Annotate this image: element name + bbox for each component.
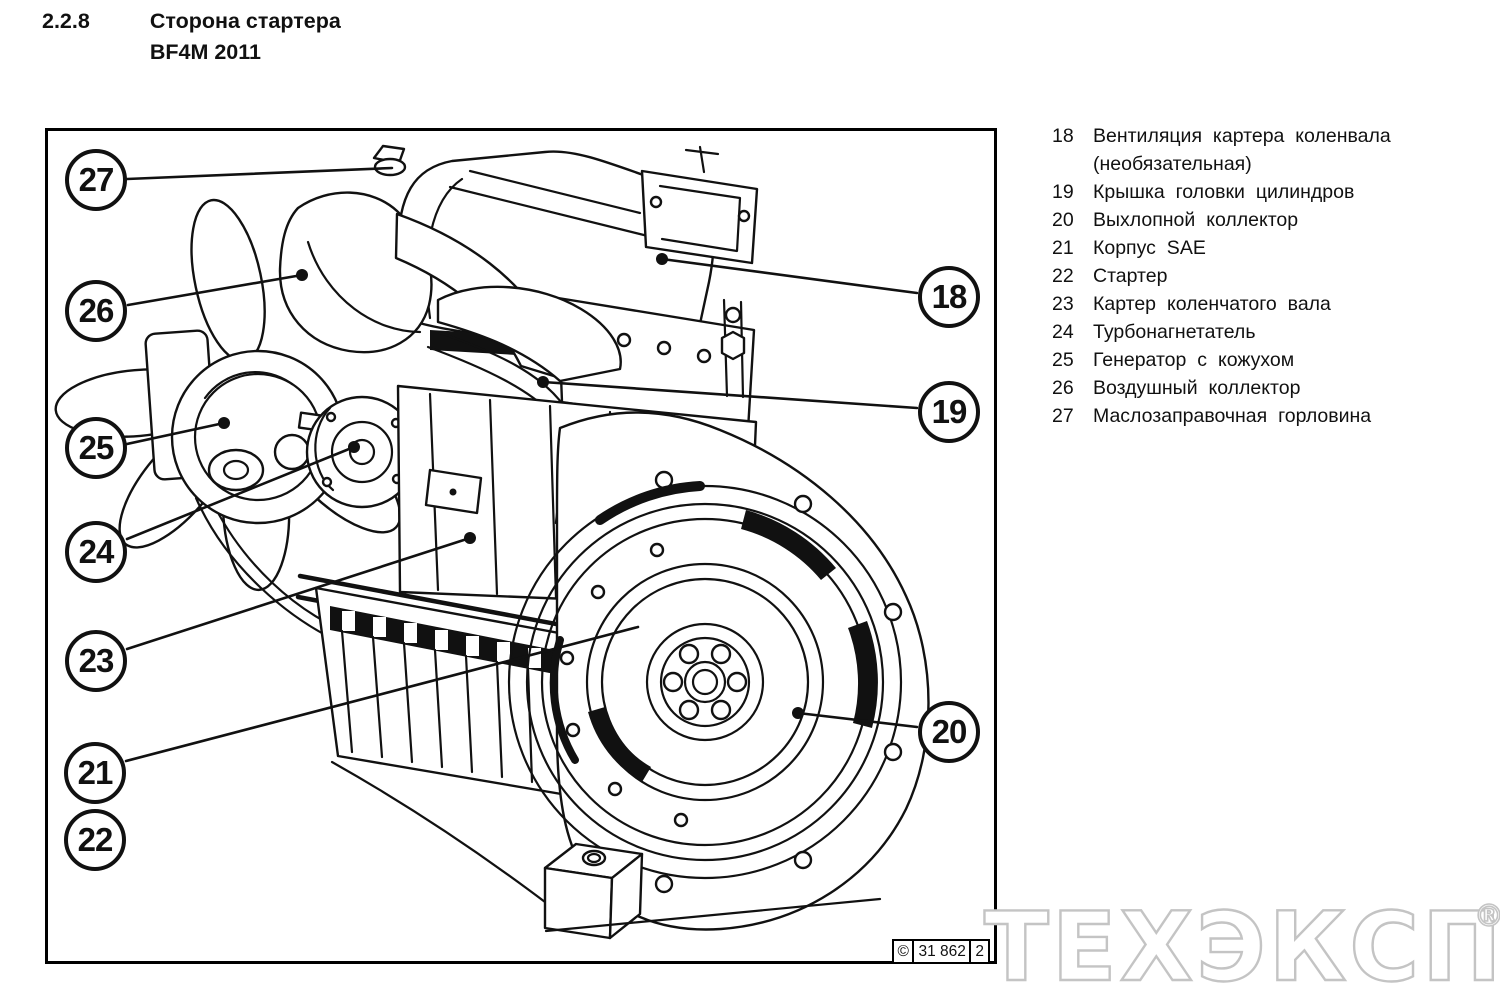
leader-dot-25 [218, 417, 230, 429]
leader-line-27 [125, 166, 394, 181]
legend-item-number: 20 [1052, 209, 1074, 231]
legend-item-label: Корпус SAE [1093, 237, 1206, 259]
leader-line-21 [124, 625, 640, 763]
leader-line-18 [660, 257, 919, 295]
callout-19: 19 [918, 381, 980, 443]
crankcase-breather-bracket [640, 145, 759, 265]
legend-item-22: 22 Стартер [1052, 262, 1476, 290]
legend-item-number: 22 [1052, 265, 1074, 287]
watermark-text: ТЕХЭКСПО [984, 893, 1500, 990]
page-title: Сторона стартера BF4M 2011 [150, 6, 341, 68]
doc-title: 2.2.8 Сторона стартера BF4M 2011 [42, 6, 341, 68]
leader-dot-26 [296, 269, 308, 281]
sae-housing-flywheel [507, 411, 930, 931]
legend-item-number: 27 [1052, 405, 1074, 427]
legend-item-number: 24 [1052, 321, 1074, 343]
legend-item-number: 25 [1052, 349, 1074, 371]
leader-dot-24 [348, 441, 360, 453]
oil-filler-neck [372, 144, 407, 177]
leader-dot-19 [537, 376, 549, 388]
legend-item-20: 20 Выхлопной коллектор [1052, 206, 1476, 234]
legend-item-label: Вентиляция картера коленвала (необязател… [1093, 125, 1391, 175]
legend-item-label: Турбонагнетатель [1093, 321, 1256, 343]
leader-line-23 [125, 536, 472, 651]
legend-item-25: 25 Генератор с кожухом [1052, 346, 1476, 374]
watermark-registered-icon: ® [1474, 899, 1500, 934]
callout-22: 22 [64, 809, 126, 871]
callout-21: 21 [64, 742, 126, 804]
legend-item-26: 26 Воздушный коллектор [1052, 374, 1476, 402]
legend-item-number: 18 [1052, 125, 1074, 147]
legend-item-number: 23 [1052, 293, 1074, 315]
watermark: ТЕХЭКСПО ® [983, 892, 1500, 990]
callout-26: 26 [65, 280, 127, 342]
leader-dot-23 [464, 532, 476, 544]
copyright-stamp: © 31 862 2 [891, 939, 990, 964]
stamp-revision: 2 [969, 939, 990, 964]
legend-item-number: 26 [1052, 377, 1074, 399]
leader-line-19 [541, 380, 919, 410]
stamp-code: 31 862 [912, 939, 972, 964]
legend-item-label: Маслозаправочная горловина [1093, 405, 1372, 427]
legend-item-label: Выхлопной коллектор [1093, 209, 1299, 231]
callout-25: 25 [65, 417, 127, 479]
callout-18: 18 [918, 266, 980, 328]
legend-item-label: Крышка головки цилиндров [1093, 181, 1355, 203]
stamp-copyright-symbol: © [891, 939, 915, 964]
engine-diagram [54, 144, 930, 940]
legend-item-19: 19 Крышка головки цилиндров [1052, 178, 1476, 206]
leader-dot-20 [792, 707, 804, 719]
legend-item-27: 27 Маслозаправочная горловина [1052, 402, 1476, 430]
legend-item-label: Воздушный коллектор [1093, 377, 1301, 399]
section-number: 2.2.8 [42, 9, 90, 33]
leader-line-20 [796, 711, 919, 729]
air-collector [278, 191, 622, 383]
leader-line-26 [126, 273, 304, 307]
callout-27: 27 [65, 149, 127, 211]
legend-item-number: 19 [1052, 181, 1074, 203]
legend-item-number: 21 [1052, 237, 1074, 259]
legend-item-18: 18 Вентиляция картера коленвала (необязат… [1052, 122, 1476, 178]
legend-item-label: Стартер [1093, 265, 1168, 287]
page-title-line1: Сторона стартера [149, 9, 341, 33]
parts-legend: 18 Вентиляция картера коленвала (необязат… [1052, 122, 1476, 430]
leader-dot-18 [656, 253, 668, 265]
callout-24: 24 [65, 521, 127, 583]
page-title-line2: BF4M 2011 [149, 40, 261, 65]
leader-line-24 [125, 445, 356, 541]
legend-item-label: Картер коленчатого вала [1093, 293, 1331, 315]
legend-item-23: 23 Картер коленчатого вала [1052, 290, 1476, 318]
support-foot [330, 760, 882, 940]
callout-23: 23 [65, 630, 127, 692]
figure-frame: © 31 862 2 [45, 128, 997, 964]
legend-item-24: 24 Турбонагнетатель [1052, 318, 1476, 346]
leader-line-25 [125, 421, 226, 446]
legend-item-21: 21 Корпус SAE [1052, 234, 1476, 262]
legend-item-label: Генератор с кожухом [1093, 349, 1295, 371]
callout-leader-lines [124, 166, 919, 763]
callout-20: 20 [918, 701, 980, 763]
